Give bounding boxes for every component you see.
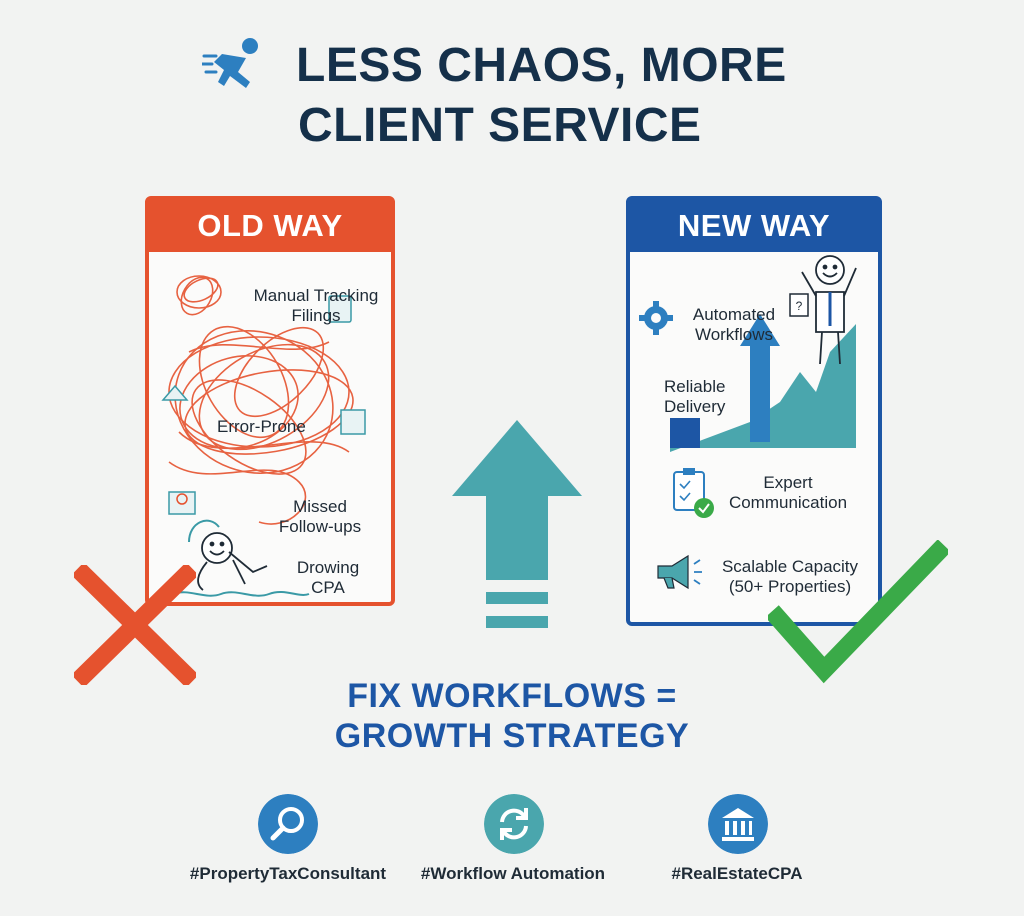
check-mark-icon	[768, 540, 948, 684]
label-expert: Expert	[763, 473, 813, 492]
label-communication: Communication	[728, 493, 848, 512]
hashtag-property-tax-consultant[interactable]: #PropertyTaxConsultant	[189, 864, 387, 883]
page-title-line-1: LESS CHAOS, MORE	[296, 39, 787, 92]
svg-text:?: ?	[796, 299, 803, 313]
label-reliable: Reliable	[664, 377, 726, 396]
label-delivery: Delivery	[664, 397, 726, 416]
megaphone-icon	[657, 554, 702, 590]
label-scalable-capacity: Scalable Capacity	[721, 557, 859, 576]
label-properties: (50+ Properties)	[728, 577, 852, 596]
chaos-scribble-icon	[161, 275, 366, 597]
old-way-header: OLD WAY	[149, 200, 391, 252]
growth-illustration: ?	[639, 255, 857, 590]
tagline-line-1: FIX WORKFLOWS =	[347, 677, 677, 715]
label-follow-ups: Follow-ups	[278, 517, 362, 536]
gear-icon	[639, 301, 673, 335]
hashtag-workflow-automation[interactable]: #Workflow Automation	[420, 864, 606, 883]
page-title-line-2: CLIENT SERVICE	[298, 99, 702, 152]
label-missed: Missed	[293, 497, 347, 516]
hashtag-real-estate-cpa[interactable]: #RealEstateCPA	[671, 864, 803, 883]
old-way-panel: OLD WAY	[145, 196, 395, 606]
x-mark-icon	[74, 565, 196, 685]
up-arrow-icon	[452, 420, 582, 628]
label-error-prone: Error-Prone	[217, 417, 306, 436]
clipboard-icon	[673, 468, 714, 518]
new-way-header: NEW WAY	[630, 200, 878, 252]
label-manual-tracking: Manual Tracking	[253, 286, 379, 305]
magnifier-icon	[258, 794, 318, 854]
label-cpa: CPA	[311, 578, 345, 597]
bank-icon	[708, 794, 768, 854]
new-way-panel: NEW WAY ?	[626, 196, 882, 626]
label-filings: Filings	[291, 306, 341, 325]
label-workflows: Workflows	[694, 325, 774, 344]
label-drowing: Drowing	[296, 558, 360, 577]
tagline-line-2: GROWTH STRATEGY	[334, 717, 690, 755]
refresh-icon	[484, 794, 544, 854]
label-automated: Automated	[692, 305, 776, 324]
runner-icon	[202, 38, 258, 88]
